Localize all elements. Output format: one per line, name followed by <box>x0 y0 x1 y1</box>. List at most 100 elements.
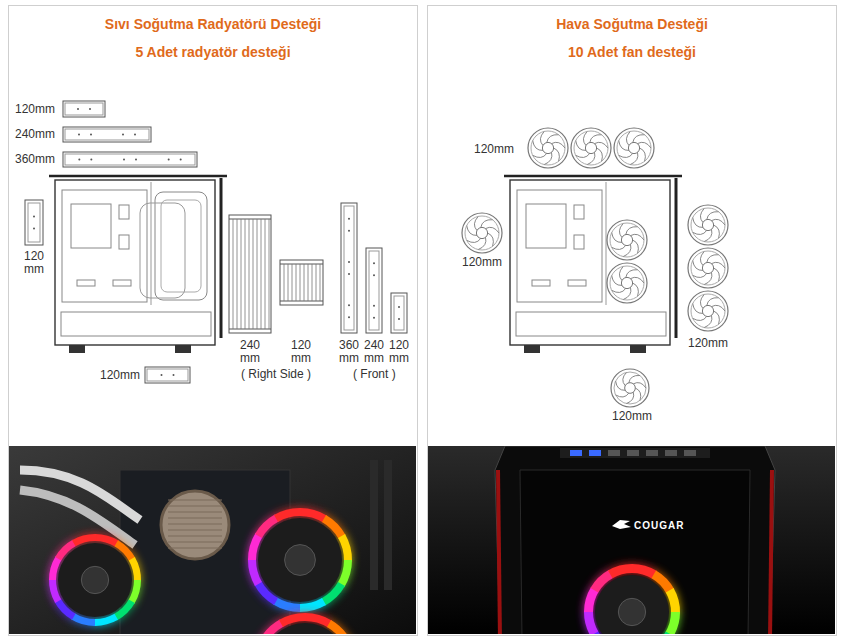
radiator-fin <box>257 219 258 329</box>
heatsink-fin <box>168 530 222 531</box>
dimension-label: 120 mm <box>21 250 47 276</box>
screw-dot <box>373 274 375 276</box>
fan-blade <box>707 212 719 220</box>
heatsink-fin <box>168 542 222 543</box>
fan-blade <box>693 261 703 271</box>
fan-blade <box>623 372 627 385</box>
io-panel <box>560 448 710 458</box>
fan-icon <box>688 291 728 331</box>
screw-dot <box>348 273 350 275</box>
fan-blade <box>633 135 645 143</box>
panel-subtitle: 10 Adet fan desteği <box>428 44 836 61</box>
fan-blade <box>623 287 631 299</box>
radiator-fin <box>241 219 242 329</box>
drive-cage-inner <box>161 200 201 292</box>
brand-logo: COUGAR <box>634 519 684 532</box>
dimension-label: ( Front ) <box>353 368 396 381</box>
fan-icon <box>607 263 647 303</box>
dimension-label: 240 mm <box>237 339 263 365</box>
heatsink-fin <box>168 524 222 525</box>
psu-shroud <box>61 312 211 336</box>
radiator-fin <box>261 219 262 329</box>
radiator-tank <box>280 264 323 265</box>
fan-blade <box>488 233 494 246</box>
air-cooling-drawing <box>462 128 728 407</box>
case-door <box>220 178 223 338</box>
fan-center <box>58 543 132 617</box>
ring-glow <box>584 564 680 634</box>
screw-dot <box>173 374 175 376</box>
cable-hole <box>574 205 584 219</box>
screw-dot <box>373 262 375 264</box>
screw-dot <box>90 159 92 161</box>
panel-title: Hava Soğutma Desteği <box>428 16 836 33</box>
fan-blade <box>693 230 707 234</box>
fan-blade <box>633 283 639 296</box>
io-button <box>608 450 620 456</box>
fan-blade <box>623 244 631 256</box>
screw-dot <box>134 134 136 136</box>
ring-glow <box>253 613 357 634</box>
dimension-label: 240 mm <box>361 339 387 365</box>
fan-blade <box>616 393 629 397</box>
radiator-tank <box>280 301 323 302</box>
ring-solid <box>584 564 680 634</box>
heatsink-fin <box>168 518 222 519</box>
red-trim <box>770 470 772 634</box>
rgb-ring <box>253 613 357 634</box>
io-button <box>589 450 601 456</box>
screw-dot <box>348 304 350 306</box>
fan-blade <box>700 294 704 308</box>
fan-blade <box>554 148 560 161</box>
dimension-label: 120mm <box>100 369 140 382</box>
screw-dot <box>373 305 375 307</box>
fan-blade <box>533 141 543 151</box>
fan-ring <box>691 294 725 328</box>
fan-hub <box>81 566 108 593</box>
dimension-label: 120mm <box>462 256 502 269</box>
fan-ring <box>691 208 725 242</box>
radiator-fins <box>229 215 271 333</box>
fan-icon <box>688 205 728 245</box>
screw-dot <box>161 374 163 376</box>
fan-blade <box>704 272 712 284</box>
radiator-outline <box>280 260 323 305</box>
fan-hub <box>702 305 713 316</box>
fan-frame <box>688 205 728 245</box>
dimension-label: 240mm <box>15 128 55 141</box>
fan-ring <box>465 216 499 250</box>
io-button <box>570 450 582 456</box>
rgb-ring <box>49 534 141 626</box>
screw-dot <box>348 316 350 318</box>
fan-hub <box>618 598 645 625</box>
fan-frame <box>611 369 649 407</box>
screw-dot <box>398 318 400 320</box>
cpu-cutout <box>526 204 566 248</box>
fan-blade <box>619 141 629 151</box>
radiator-inner <box>65 154 195 165</box>
radiator-120-bar <box>63 152 197 167</box>
case-door <box>675 178 678 338</box>
fan-ring <box>574 131 608 165</box>
cable-hole <box>119 235 129 249</box>
cable-hole <box>119 205 129 219</box>
ram-stick <box>384 460 392 590</box>
dimension-label: 120 mm <box>288 339 314 365</box>
cpu-block <box>161 491 229 559</box>
fan-frame <box>614 128 654 168</box>
screw-dot <box>348 218 350 220</box>
radiator-vertical <box>341 203 357 333</box>
fan-blade <box>626 227 638 235</box>
coolant-tube <box>20 490 135 545</box>
radiator-fin <box>292 264 293 301</box>
ring-solid <box>248 508 352 612</box>
cable-hole <box>568 280 586 286</box>
case-foot <box>524 345 540 353</box>
divider <box>606 182 607 305</box>
fan-hub <box>702 262 713 273</box>
case-top-panel <box>49 175 227 178</box>
fan-blade <box>544 152 552 164</box>
psu-shroud <box>516 312 666 336</box>
